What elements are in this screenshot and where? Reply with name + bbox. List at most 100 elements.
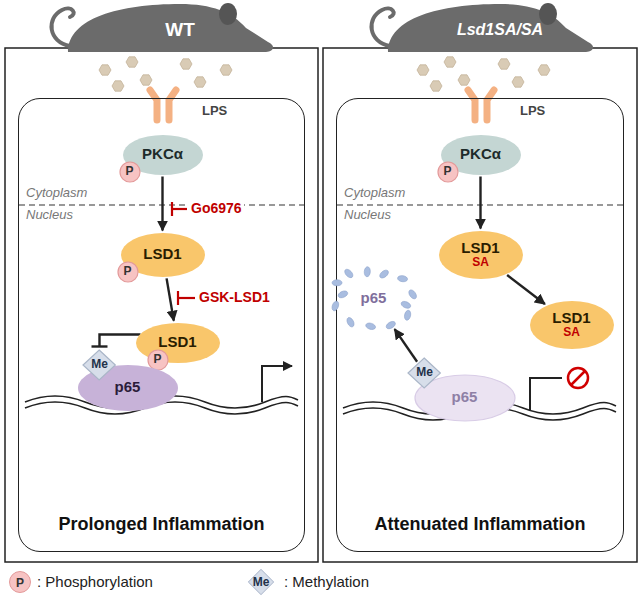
cell-outline: Attenuated InflammationPKCαPLSD1SALSD1SA… [336, 98, 624, 552]
annotation-label: Nucleus [342, 208, 393, 223]
text-holder: p65 [452, 389, 478, 406]
node-text: WT [165, 20, 195, 41]
node-text: Me [416, 366, 433, 379]
protein-ellipse: PKCαP [441, 135, 521, 175]
annotation-label: Go6976 [189, 200, 244, 216]
shape-fill [438, 162, 458, 182]
panel-frame [323, 48, 637, 562]
node-text: LSD1 [158, 334, 196, 351]
text-holder: Attenuated Inflammation [374, 515, 585, 535]
node-text: P [123, 265, 131, 278]
legend-text: : Methylation [282, 573, 371, 590]
methyl-mark: Me [408, 358, 440, 388]
node-text: Prolonged Inflammation [58, 515, 264, 535]
text-holder: PKCα [460, 146, 501, 163]
text-holder: Lsd1SA/SA [457, 21, 543, 39]
annotation-label: LPS [200, 104, 229, 119]
mutation-text: SA [563, 326, 580, 339]
shape-fill [118, 262, 138, 282]
legend-symbol-text: P [9, 572, 31, 594]
legend-text: : Phosphorylation [35, 573, 155, 590]
mouse-body [388, 4, 593, 52]
annotation-label: LPS [518, 104, 547, 119]
fragment [400, 300, 412, 310]
node-text: LSD1 [461, 240, 499, 257]
protein-ellipse: LSD1SA [439, 231, 523, 279]
protein-ellipse: PKCαP [123, 135, 203, 175]
node-text: p65 [115, 379, 141, 396]
arrow-connector [167, 278, 174, 320]
text-holder: Prolonged Inflammation [58, 515, 264, 535]
text-holder: LSD1 [143, 246, 181, 263]
text-holder: P [443, 165, 451, 178]
methyl-mark: Me [83, 350, 115, 380]
degraded-protein: p65 [332, 270, 416, 328]
phospho-mark: P [438, 162, 458, 182]
fragment [384, 319, 396, 329]
node-text: P [153, 353, 161, 366]
shape-fill [408, 358, 440, 388]
panel-frame [5, 48, 318, 562]
legend-symbol-text: Me [246, 571, 276, 593]
text-holder: PKCα [142, 146, 183, 163]
shape-fill [120, 162, 140, 182]
fragment [337, 289, 349, 298]
text-holder: Me [416, 366, 433, 379]
arrow-connector [479, 177, 481, 229]
phospho-mark: P [148, 350, 168, 370]
fragment [378, 268, 390, 279]
shape-fill [439, 231, 523, 279]
node-text: P [125, 165, 133, 178]
annotation-label: Nucleus [24, 208, 75, 223]
fragment [403, 309, 411, 320]
text-holder: P [125, 165, 133, 178]
mouse-body [68, 4, 273, 52]
node-text: LSD1 [552, 310, 590, 327]
nuclear-membrane [19, 204, 623, 205]
tlr4-receptor [150, 90, 494, 120]
protein-ellipse: LSD1SA [530, 301, 614, 349]
node-text: P [443, 165, 451, 178]
node-text: p65 [361, 290, 387, 307]
text-holder: LSD1SA [552, 310, 590, 340]
text-holder: LSD1SA [461, 240, 499, 270]
annotation-label: Cytoplasm [24, 186, 89, 201]
annotation-label: Cytoplasm [342, 186, 407, 201]
shape-outline [40, 0, 280, 52]
text-holder: P [123, 265, 131, 278]
fragment [343, 267, 354, 278]
protein-ellipse: LSD1P [136, 323, 220, 363]
cell-outline: Prolonged InflammationPKCαPLSD1PLSD1Pp65… [18, 98, 305, 552]
fragment [397, 275, 408, 282]
phospho-mark: P [120, 162, 140, 182]
lps-molecules [99, 57, 550, 91]
fragment [332, 279, 342, 285]
protein-ellipse: p65Me [78, 365, 178, 411]
text-holder: p65 [361, 290, 387, 307]
arrow-connector [395, 329, 417, 362]
arrow-connector [161, 177, 163, 231]
node-text: Lsd1SA/SA [457, 21, 543, 39]
annotation-label: GSK-LSD1 [197, 289, 272, 305]
block-symbol [568, 368, 588, 388]
shape-fill [83, 350, 115, 380]
fragment [407, 288, 418, 300]
phospho-mark: P [118, 262, 138, 282]
text-holder: WT [165, 20, 195, 41]
mutation-text: SA [472, 256, 489, 269]
fragment [363, 266, 370, 276]
mouse-silhouette: WT [40, 0, 280, 52]
node-text: PKCα [142, 146, 183, 163]
text-holder: LSD1 [158, 334, 196, 351]
fragment [345, 316, 355, 328]
text-holder: Me [91, 358, 108, 371]
text-holder: p65 [115, 379, 141, 396]
mouse-silhouette: Lsd1SA/SA [360, 0, 600, 52]
shape-fill [148, 350, 168, 370]
arrow-connector [507, 275, 545, 304]
mouse-ear [219, 3, 237, 25]
